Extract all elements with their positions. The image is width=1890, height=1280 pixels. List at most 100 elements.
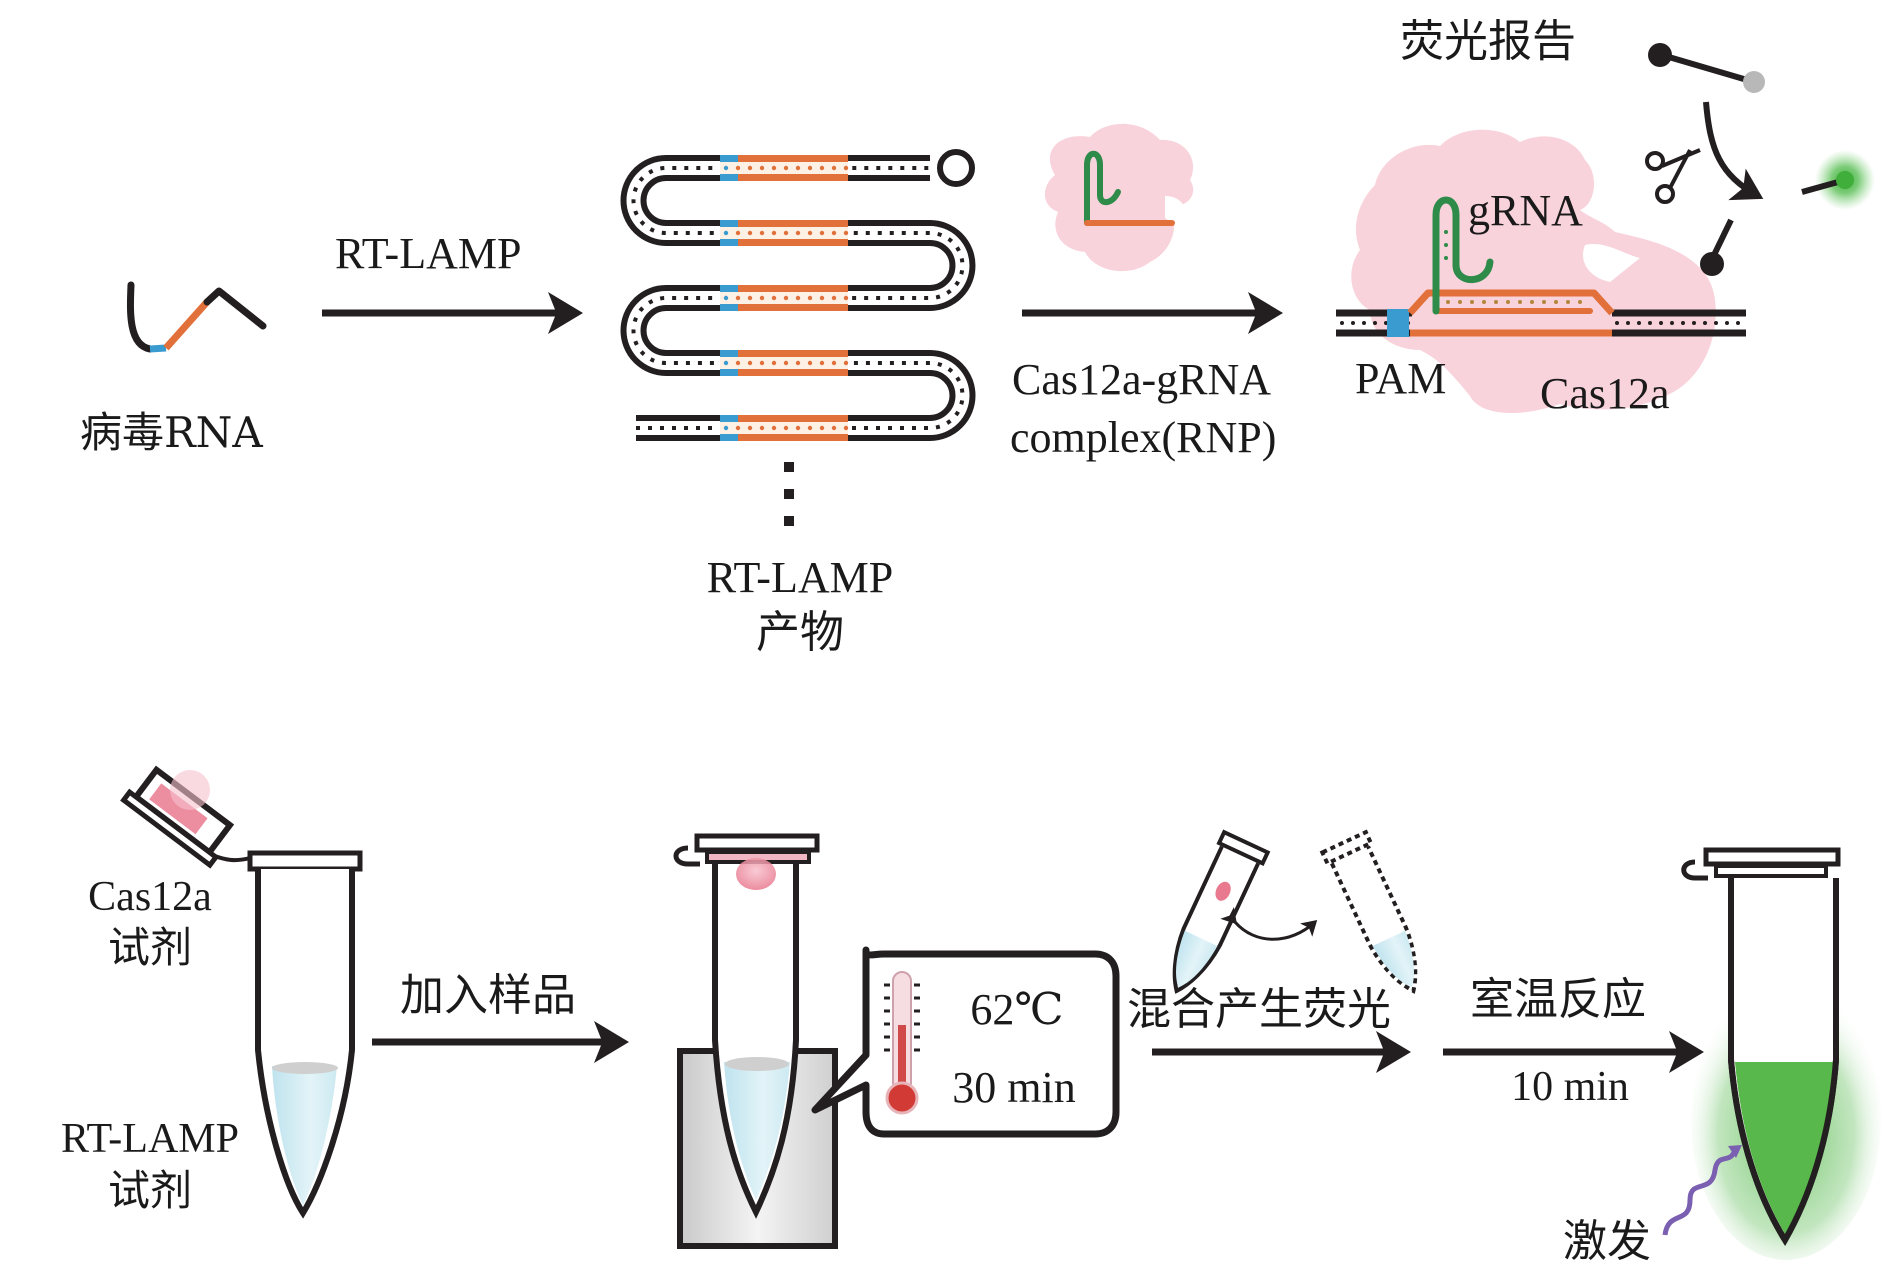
scissors-icon xyxy=(1645,148,1701,204)
pam-label: PAM xyxy=(1355,354,1446,403)
cas12a-rnp-complex-icon xyxy=(1044,123,1194,272)
lamp-base-dot xyxy=(783,360,789,366)
lamp-base-dot xyxy=(831,360,837,366)
lamp-base-dot xyxy=(843,360,849,366)
fluorescent-tube xyxy=(1681,847,1881,1260)
grna-icon xyxy=(1432,196,1494,315)
temperature-value: 62℃ xyxy=(970,985,1063,1034)
viral-rna-label: 病毒RNA xyxy=(80,408,263,457)
lamp-base-dot xyxy=(759,295,765,301)
r-loop-base-dot xyxy=(1518,300,1522,304)
lamp-base-dot xyxy=(771,295,777,301)
cleavage-arrow-icon xyxy=(1703,101,1764,201)
lamp-base-dot xyxy=(807,165,813,171)
lamp-base-dot xyxy=(831,425,837,431)
lamp-base-dot xyxy=(783,295,789,301)
incubating-tube xyxy=(673,833,820,1219)
lamp-base-dot xyxy=(807,360,813,366)
r-loop-base-dot xyxy=(1494,300,1498,304)
duplex-base-dot xyxy=(1692,321,1696,325)
rt-lamp-product-label-line1: RT-LAMP xyxy=(707,553,893,602)
lamp-base-dot xyxy=(759,230,765,236)
lamp-base-dot xyxy=(723,230,729,236)
fluorophore-released-icon xyxy=(1801,150,1875,210)
lamp-base-dot xyxy=(735,230,741,236)
rt-lamp-product-icon xyxy=(620,149,976,441)
lamp-base-dot xyxy=(819,295,825,301)
lamp-base-dot xyxy=(735,295,741,301)
rtlamp-reagent-label-line1: RT-LAMP xyxy=(61,1116,239,1162)
thermometer-icon xyxy=(884,971,920,1115)
lamp-base-dot xyxy=(723,425,729,431)
r-loop-base-dot xyxy=(1482,300,1486,304)
rnp-label-line1: Cas12a-gRNA xyxy=(1012,355,1271,404)
lamp-base-dot xyxy=(795,295,801,301)
lamp-base-dot xyxy=(747,165,753,171)
lamp-hairpin-loop xyxy=(937,149,975,187)
rt-lamp-step-label: RT-LAMP xyxy=(335,229,521,278)
lamp-base-dot xyxy=(843,295,849,301)
lamp-base-dot xyxy=(735,425,741,431)
r-loop-base-dot xyxy=(1446,300,1450,304)
lamp-base-dot xyxy=(747,360,753,366)
duplex-base-dot xyxy=(1340,321,1344,325)
r-loop-base-dot xyxy=(1542,300,1546,304)
duplex-base-dot xyxy=(1351,321,1355,325)
lamp-base-dot xyxy=(747,425,753,431)
duplex-base-dot xyxy=(1637,321,1641,325)
lamp-base-dot xyxy=(783,425,789,431)
lamp-base-dot xyxy=(843,425,849,431)
add-sample-label: 加入样品 xyxy=(400,970,576,1021)
lamp-base-dot xyxy=(723,360,729,366)
duplex-base-dot xyxy=(1373,321,1377,325)
lamp-base-dot xyxy=(747,295,753,301)
lamp-base-dot xyxy=(819,230,825,236)
lamp-base-dot xyxy=(771,165,777,171)
duplex-base-dot xyxy=(1725,321,1729,325)
room-temp-label: 室温反应 xyxy=(1470,974,1646,1025)
reporter-probe-icon xyxy=(1648,43,1765,93)
lamp-base-dot xyxy=(831,230,837,236)
lamp-base-dot xyxy=(807,425,813,431)
reporter-label: 荧光报告 xyxy=(1400,16,1576,67)
lamp-base-dot xyxy=(759,360,765,366)
lamp-base-dot xyxy=(831,295,837,301)
mixing-tubes-icon xyxy=(1172,829,1418,994)
duplex-base-dot xyxy=(1703,321,1707,325)
r-loop-base-dot xyxy=(1470,300,1474,304)
lamp-base-dot xyxy=(819,425,825,431)
target-dna-duplex xyxy=(1336,289,1746,337)
lamp-base-dot xyxy=(807,230,813,236)
excitation-wave-icon xyxy=(1662,1145,1742,1236)
duplex-base-dot xyxy=(1714,321,1718,325)
r-loop-base-dot xyxy=(1578,300,1582,304)
lamp-base-dot xyxy=(747,230,753,236)
mix-label: 混合产生荧光 xyxy=(1127,984,1391,1035)
lamp-base-dot xyxy=(795,425,801,431)
r-loop-base-dot xyxy=(1458,300,1462,304)
duplex-base-dot xyxy=(1670,321,1674,325)
r-loop-base-dot xyxy=(1566,300,1570,304)
lamp-base-dot xyxy=(723,295,729,301)
lamp-base-dot xyxy=(771,230,777,236)
lamp-base-pairs xyxy=(631,166,965,430)
lamp-base-dot xyxy=(735,360,741,366)
duplex-base-dot xyxy=(1681,321,1685,325)
room-temp-time: 10 min xyxy=(1511,1064,1629,1110)
incubation-time-value: 30 min xyxy=(952,1063,1075,1112)
duplex-base-dot xyxy=(1615,321,1619,325)
duplex-base-dot xyxy=(1626,321,1630,325)
quencher-released-icon xyxy=(1700,218,1734,276)
lamp-base-dot xyxy=(843,165,849,171)
grna-label: gRNA xyxy=(1468,186,1583,235)
cas12a-reagent-label-line1: Cas12a xyxy=(88,874,212,920)
duplex-base-dot xyxy=(1648,321,1652,325)
cas12a-reagent-label-line2: 试剂 xyxy=(108,923,192,972)
lamp-base-dot xyxy=(783,165,789,171)
lamp-base-dot xyxy=(795,165,801,171)
lamp-base-dot xyxy=(831,165,837,171)
lamp-base-dot xyxy=(819,360,825,366)
pam-segment xyxy=(1387,309,1409,337)
lamp-base-dot xyxy=(771,360,777,366)
